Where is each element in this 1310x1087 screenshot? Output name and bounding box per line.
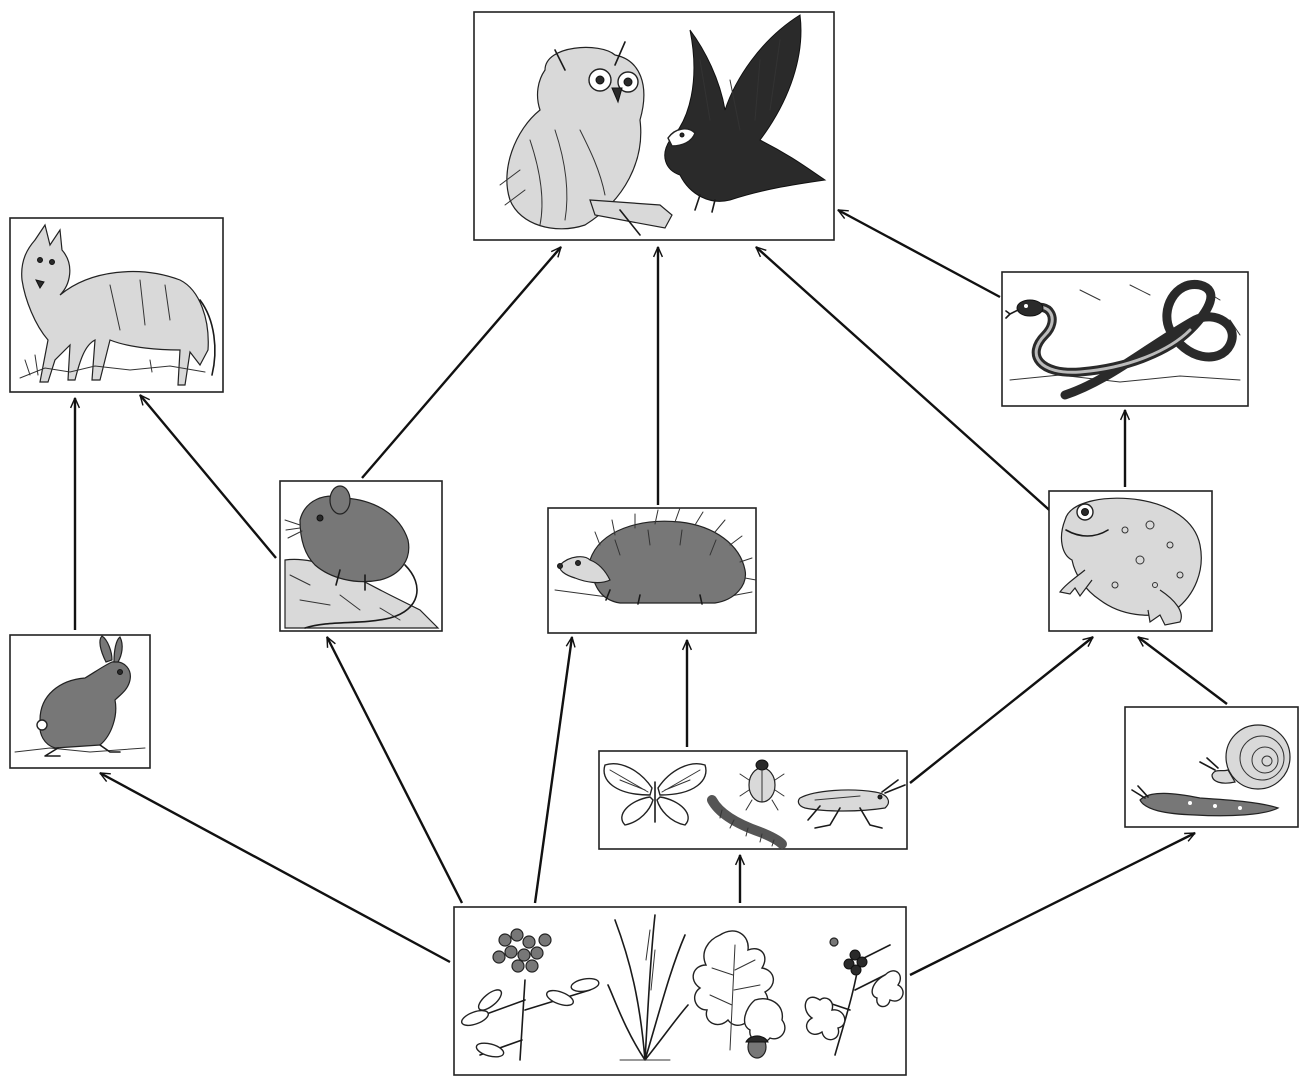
arrow-mouse-to-wolf xyxy=(140,395,277,559)
rabbit-icon xyxy=(14,635,146,757)
hedgehog-icon xyxy=(554,507,757,605)
arrow-plants-to-mouse xyxy=(325,637,464,904)
wolf-icon xyxy=(19,223,216,386)
node-snail-slug xyxy=(1124,706,1299,828)
arrow-snail-slug-to-toad xyxy=(1138,637,1228,705)
snail-and-slug-icon xyxy=(1131,724,1291,817)
node-mouse xyxy=(279,480,443,632)
node-insects xyxy=(598,750,908,850)
berry-shrub-icon xyxy=(460,928,600,1061)
arrow-plants-to-snail-slug xyxy=(909,831,1195,977)
node-rabbit xyxy=(9,634,151,769)
beetle-icon xyxy=(739,759,785,811)
slug-icon xyxy=(1131,785,1280,817)
node-toad xyxy=(1048,490,1213,632)
grasshopper-icon xyxy=(797,779,906,829)
mouse-icon xyxy=(284,485,440,629)
arrow-mouse-to-birds-of-prey xyxy=(361,247,561,479)
arrow-snake-to-birds-of-prey xyxy=(838,208,1001,299)
node-wolf xyxy=(9,217,224,393)
butterfly-icon xyxy=(603,763,707,826)
arrow-plants-to-rabbit xyxy=(100,771,451,964)
arrow-insects-to-toad xyxy=(909,637,1093,784)
snail-icon xyxy=(1199,724,1291,790)
caterpillar-icon xyxy=(707,795,787,849)
food-web-arrows xyxy=(75,208,1228,977)
insects-icon xyxy=(603,759,906,849)
owl-and-hawk-icon xyxy=(499,14,827,236)
snake-icon xyxy=(1005,280,1241,400)
bramble-icon xyxy=(804,937,904,1056)
arrow-plants-to-hedgehog xyxy=(533,637,572,904)
node-hedgehog xyxy=(547,507,757,634)
arrow-toad-to-birds-of-prey xyxy=(756,247,1057,517)
oak-leaves-icon xyxy=(692,930,786,1059)
node-birds-of-prey xyxy=(473,11,835,241)
node-snake xyxy=(1001,271,1249,407)
plants-icon xyxy=(460,914,904,1061)
node-plants xyxy=(453,906,907,1076)
toad-icon xyxy=(1058,497,1202,626)
grass-icon xyxy=(607,914,689,1061)
